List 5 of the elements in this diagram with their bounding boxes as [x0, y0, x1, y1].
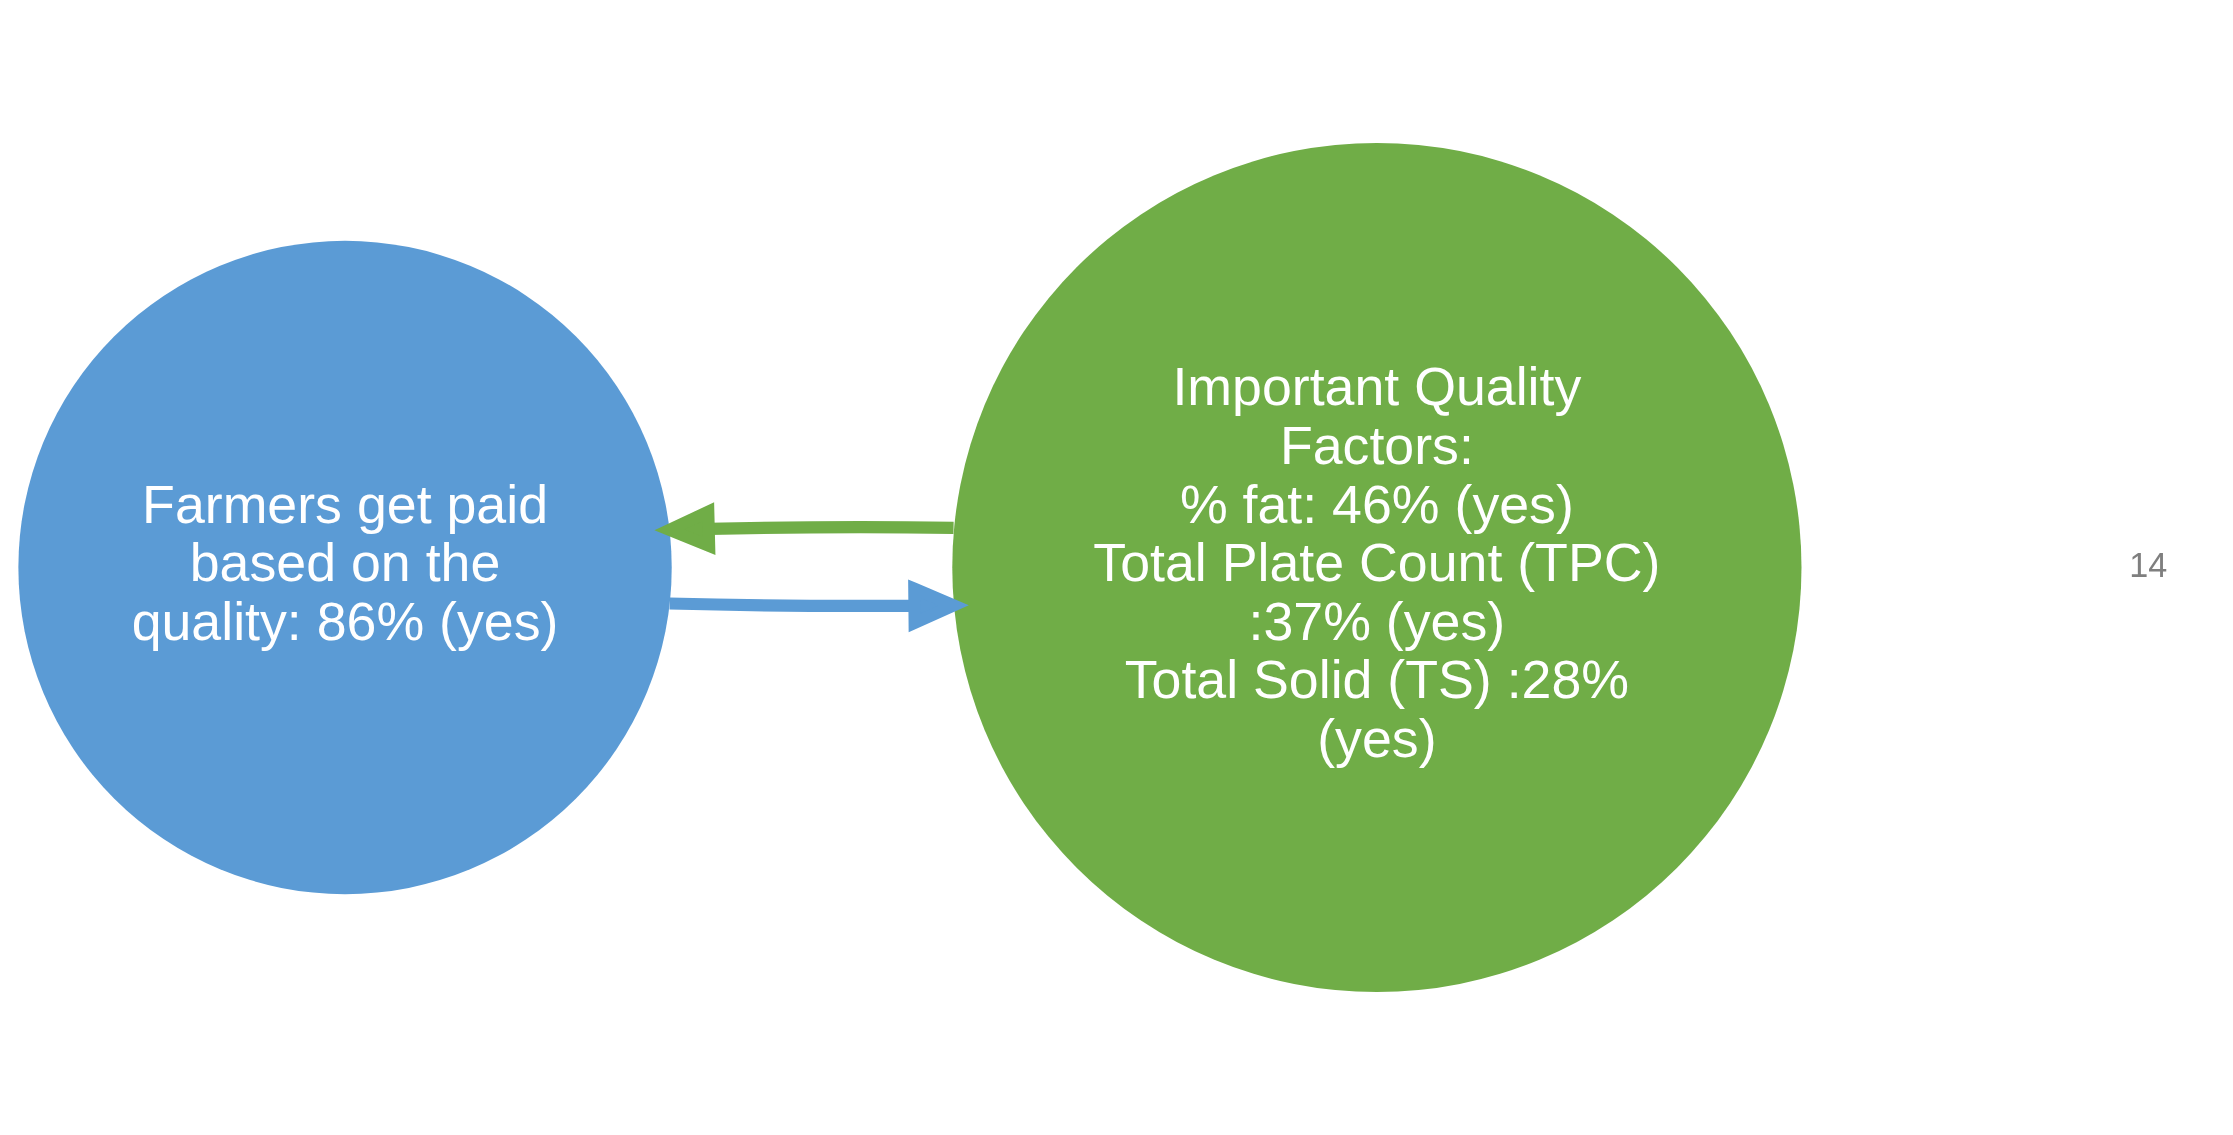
arrow: [654, 502, 954, 556]
node-circle: Important Quality Factors: % fat: 46% (yes) Total Plate Count (TPC) :37% (yes) Total Solid (TS) :28% (yes): [952, 142, 1802, 993]
label: 14: [2129, 545, 2168, 584]
arrow: [669, 579, 969, 633]
node-circle: Farmers get paid based on the quality: 86% (yes): [18, 240, 672, 895]
